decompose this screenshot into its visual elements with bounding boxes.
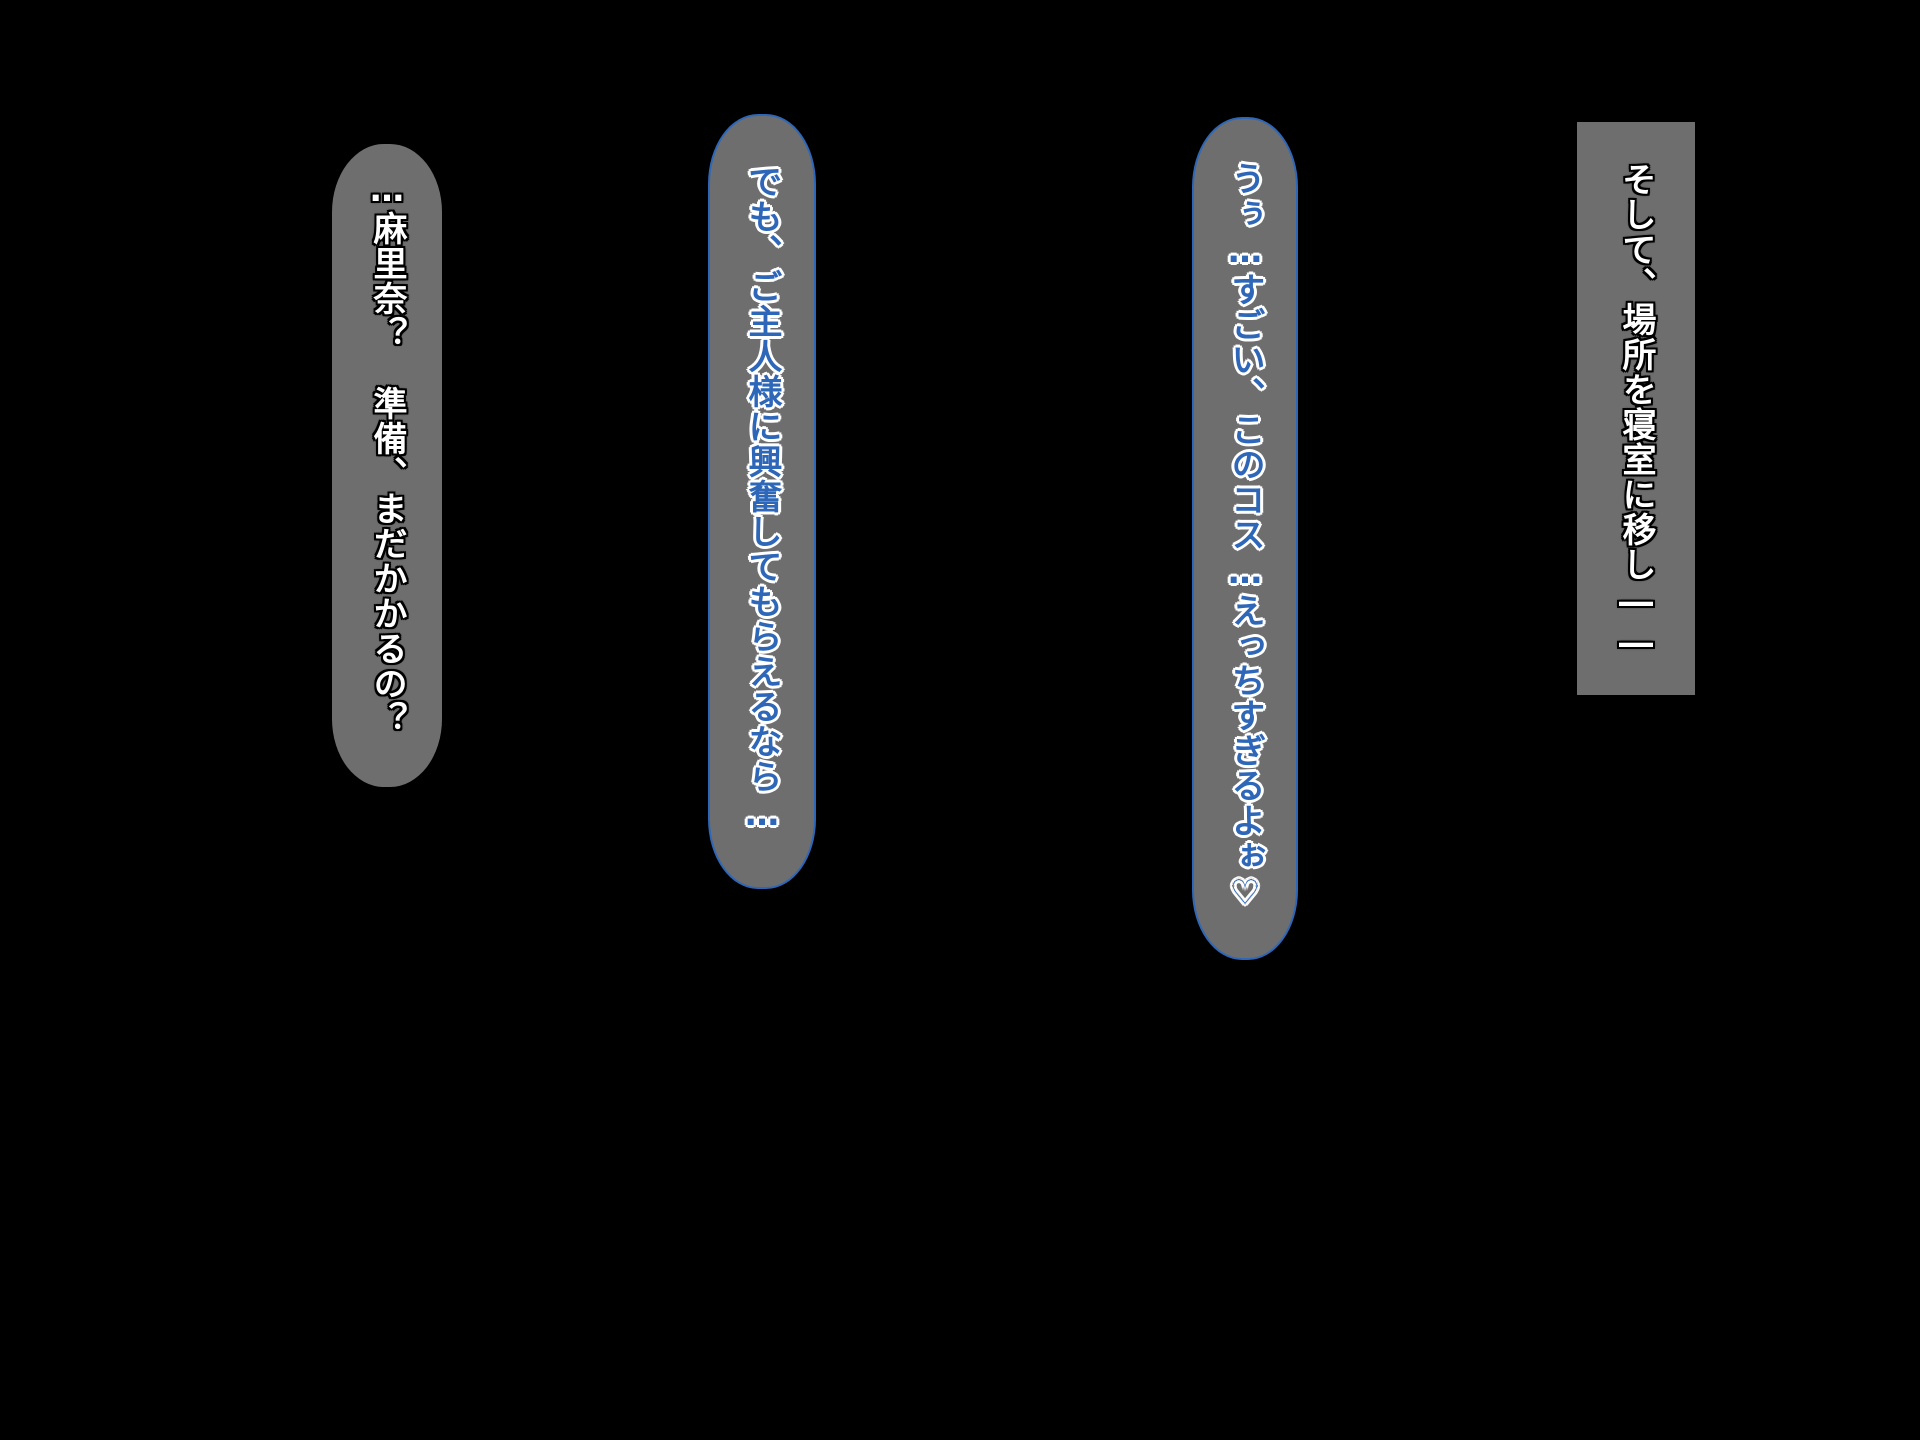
speech-bubble-2-text: でも、ご主人様に興奮してもらえるなら… <box>742 164 782 835</box>
speech-bubble-3: …麻里奈？ 準備、まだかかるの？ <box>332 144 442 787</box>
speech-bubble-2: でも、ご主人様に興奮してもらえるなら… <box>708 114 816 889</box>
speech-bubble-1: うぅ…すごい、このコス…えっちすぎるよぉ♡ <box>1192 117 1298 960</box>
speech-bubble-1-text: うぅ…すごい、このコス…えっちすぎるよぉ♡ <box>1225 161 1265 914</box>
narration-box: そして、場所を寝室に移し―― <box>1577 122 1695 695</box>
narration-text: そして、場所を寝室に移し―― <box>1616 162 1656 664</box>
speech-bubble-3-text: …麻里奈？ 準備、まだかかるの？ <box>367 170 407 736</box>
